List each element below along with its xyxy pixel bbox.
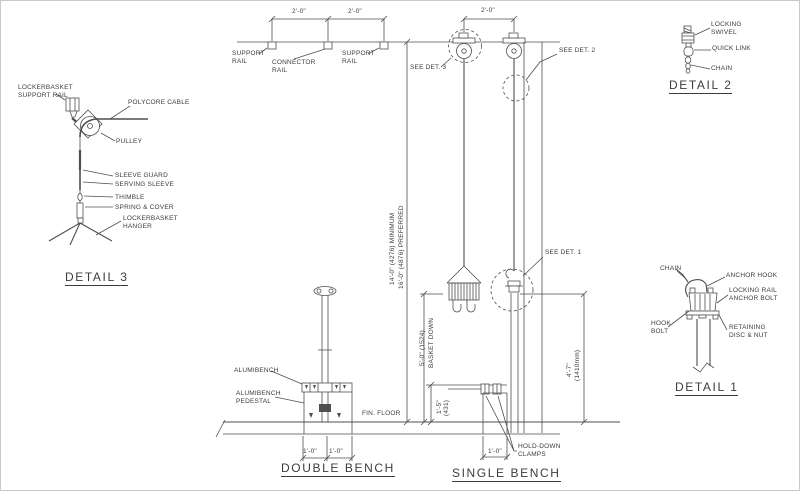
lockerbasket-support-rail-label: LOCKERBASKET SUPPORT RAIL (18, 84, 73, 99)
lockerbasket-icon (446, 265, 482, 313)
detail2-title: DETAIL 2 (669, 78, 733, 94)
rail-hanger-icon (323, 41, 333, 50)
hold-down-clamps-label: HOLD-DOWN CLAMPS (518, 443, 561, 458)
detail3-title: DETAIL 3 (65, 270, 129, 286)
polycore-cable-icon (79, 118, 148, 138)
elevation-lines (215, 38, 620, 438)
detail1-drawing (667, 268, 729, 373)
dim-rail-spacing-left: 2'-0" (292, 8, 306, 15)
spring-cover-label: SPRING & COVER (115, 204, 174, 211)
dim-double-bench-left: 1'-0" (303, 448, 317, 455)
serving-sleeve-label: SERVING SLEEVE (115, 181, 175, 188)
pulley-icon (506, 43, 522, 59)
thimble-icon (77, 193, 83, 201)
anchor-hook-label: ANCHOR HOOK (726, 272, 778, 279)
callout-circle-det3 (448, 29, 482, 63)
dim-ceiling-min: 14'-0" (4276) MINIMUM (389, 212, 396, 285)
dim-bench-height-mm: (431) (443, 399, 450, 416)
fin-floor-label: FIN. FLOOR (362, 410, 401, 417)
anchor-body-icon (688, 292, 718, 312)
callout-circle-det2 (502, 74, 530, 102)
single-bench-title: SINGLE BENCH (452, 466, 561, 482)
dim-pulley-spacing: 2'-0" (481, 7, 495, 14)
dim-rail-anchor-height: 4'-7" (566, 363, 573, 377)
alumibench-pedestal-label: ALUMIBENCH PEDESTAL (236, 390, 281, 405)
dim-rail-anchor-height-mm: (1410mm) (574, 349, 581, 381)
support-rail-left-label: SUPPORT RAIL (232, 50, 265, 65)
single-bench-drawing (448, 383, 517, 461)
double-bench-title: DOUBLE BENCH (281, 461, 395, 477)
detail1-title: DETAIL 1 (675, 380, 739, 396)
post-icon (696, 319, 711, 366)
polycore-cable-label: POLYCORE CABLE (128, 99, 190, 106)
dim-rail-spacing-mid: 2'-0" (348, 8, 362, 15)
support-rail-assembly (237, 15, 560, 312)
chain-label-det1: CHAIN (660, 265, 682, 272)
rail-hanger-icon (267, 41, 277, 50)
bench-seat-icon (301, 382, 353, 393)
dim-single-bench-width: 1'-0" (488, 448, 502, 455)
double-bench-drawing (270, 286, 356, 462)
hanger-tripod-icon (48, 222, 113, 246)
detail3-pulley-icon (80, 116, 100, 136)
anchor-hook-icon (685, 278, 708, 298)
pulley-icon (456, 43, 472, 59)
see-det-2-callout: SEE DET. 2 (559, 47, 596, 54)
chain-label-det2: CHAIN (711, 65, 733, 72)
lockerbasket-hanger-label: LOCKERBASKET HANGER (123, 215, 178, 230)
support-rail-right-label: SUPPORT RAIL (342, 50, 375, 65)
retaining-disc-nut-label: RETAINING DISC & NUT (729, 324, 768, 339)
detail2-drawing (681, 25, 711, 74)
detail3-drawing (48, 93, 148, 246)
alumibench-label: ALUMIBENCH (234, 367, 279, 374)
see-det-3-callout: SEE DET. 3 (410, 64, 447, 71)
thimble-label: THIMBLE (115, 194, 145, 201)
quick-link-label: QUICK LINK (712, 45, 751, 52)
retaining-disc-icon (685, 310, 720, 316)
dim-double-bench-right: 1'-0" (329, 448, 343, 455)
spring-cover-icon (76, 202, 84, 219)
quick-link-icon (683, 46, 694, 57)
chain-icon (675, 268, 689, 283)
hook-bolt-label: HOOK BOLT (651, 320, 671, 335)
dim-basket-down: 5'-0" (1524) (419, 330, 426, 366)
sleeve-guard-label: SLEEVE GUARD (115, 172, 168, 179)
callout-circle-det1 (490, 268, 534, 312)
dim-basket-down-note: BASKET DOWN (428, 317, 435, 368)
rail-hanger-icon (379, 41, 389, 50)
pulley-label: PULLEY (116, 138, 143, 145)
connector-rail-label: CONNECTOR RAIL (272, 59, 316, 74)
dim-ceiling-pref: 16'-0" (4876) PREFERRED (398, 205, 405, 289)
locking-rail-anchor-bolt-label: LOCKING RAIL ANCHOR BOLT (729, 287, 778, 302)
locking-swivel-icon (681, 32, 695, 44)
see-det-1-callout: SEE DET. 1 (545, 249, 582, 256)
support-rail-block-icon (65, 97, 80, 112)
locking-swivel-label: LOCKING SWIVEL (711, 21, 742, 36)
chain-link-icon (684, 56, 692, 64)
rail-anchor-icon (505, 268, 523, 433)
